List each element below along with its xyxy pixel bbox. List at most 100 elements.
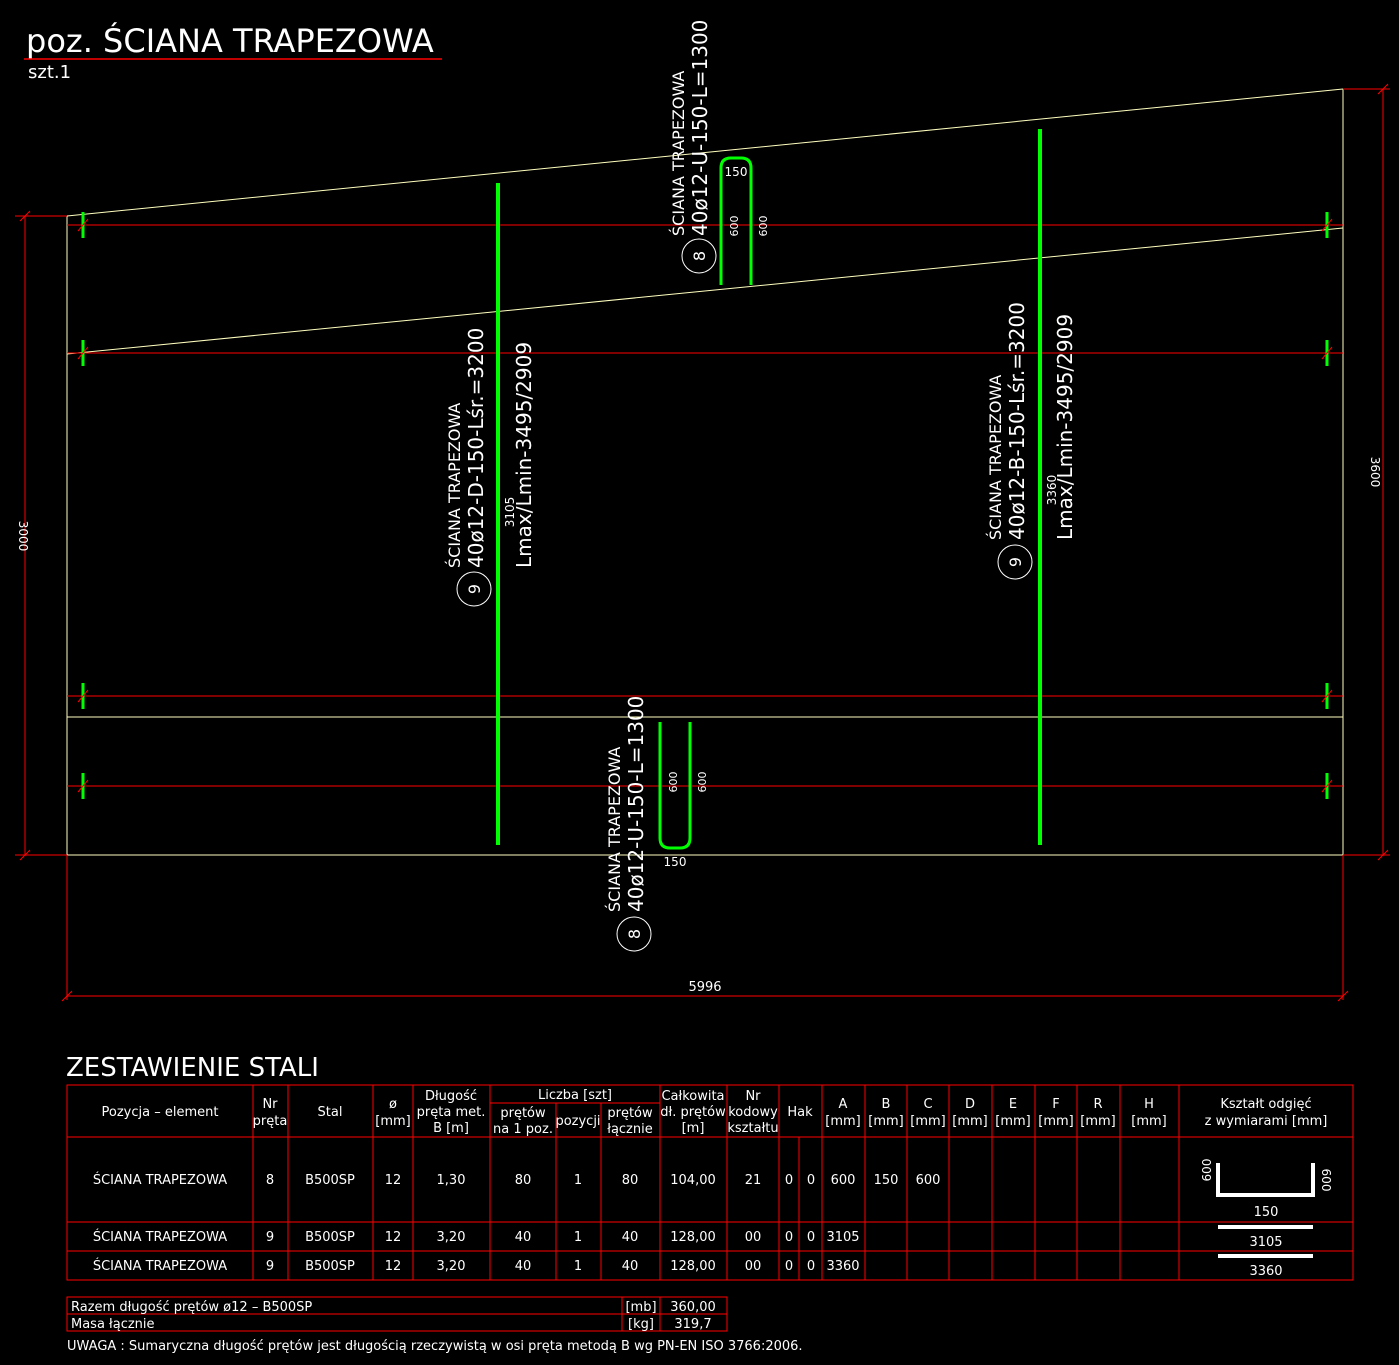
hdr-f: F xyxy=(1052,1097,1059,1112)
schedule-title: ZESTAWIENIE STALI xyxy=(66,1053,319,1083)
row1-na1: 80 xyxy=(515,1173,532,1188)
callout-left-bar-spec: 40ø12-D-150-Lśr.=3200 xyxy=(464,328,488,568)
wall-outline xyxy=(66,88,1344,856)
hdr-c-unit: [mm] xyxy=(910,1114,945,1129)
row2-lacznie: 40 xyxy=(622,1230,639,1245)
callout-right-bar-lengths: Lmax/Lmin-3495/2909 xyxy=(1053,314,1077,540)
row2-kod: 00 xyxy=(745,1230,762,1245)
row3-dl: 3,20 xyxy=(437,1259,466,1274)
dimension-bottom-label: 5996 xyxy=(688,980,721,995)
row1-hak1: 0 xyxy=(785,1173,793,1188)
summary-length-label: Razem długość prętów ø12 – B500SP xyxy=(71,1300,312,1315)
row3-hak2: 0 xyxy=(807,1259,815,1274)
row1-c: 600 xyxy=(916,1173,941,1188)
hdr-ksztalt-1: Kształt odgięć xyxy=(1220,1097,1311,1112)
hdr-calk-2: dł. prętów xyxy=(660,1105,726,1120)
row1-kod: 21 xyxy=(745,1173,762,1188)
callout-top-u: 8 ŚCIANA TRAPEZOWA 40ø12-U-150-L=1300 xyxy=(669,20,717,274)
schedule-grid xyxy=(66,1084,1354,1281)
hdr-a: A xyxy=(839,1097,848,1112)
callout-top-u-element: ŚCIANA TRAPEZOWA xyxy=(669,71,688,236)
row2-fi: 12 xyxy=(385,1230,402,1245)
row2-stal: B500SP xyxy=(305,1230,355,1245)
row2-calk: 128,00 xyxy=(670,1230,716,1245)
hdr-c: C xyxy=(923,1097,932,1112)
hdr-calk-3: [m] xyxy=(682,1121,705,1136)
table-row: ŚCIANA TRAPEZOWA 9 B500SP 12 3,20 40 1 4… xyxy=(93,1258,860,1274)
callout-right-bar-pos: 9 xyxy=(1006,557,1025,567)
callout-left-bar-element: ŚCIANA TRAPEZOWA xyxy=(445,403,464,568)
row2-hak2: 0 xyxy=(807,1230,815,1245)
hdr-dl-3: B [m] xyxy=(433,1121,469,1136)
u-bar-bottom-dim-leg1: 600 xyxy=(667,772,680,793)
hdr-pozycja: Pozycja – element xyxy=(102,1105,219,1120)
callout-right-bar-len: 3360 xyxy=(1045,475,1059,506)
row2-poz: 1 xyxy=(574,1230,582,1245)
hdr-d: D xyxy=(965,1097,975,1112)
u-bar-bottom-dim-leg2: 600 xyxy=(696,772,709,793)
u-bar-top-dim-leg2: 600 xyxy=(757,216,770,237)
hdr-b: B xyxy=(882,1097,891,1112)
row3-element: ŚCIANA TRAPEZOWA xyxy=(93,1258,227,1274)
summary-rows: Razem długość prętów ø12 – B500SP [mb] 3… xyxy=(71,1300,716,1332)
hdr-f-unit: [mm] xyxy=(1038,1114,1073,1129)
callout-top-u-pos: 8 xyxy=(690,251,709,261)
hdr-nr-1: Nr xyxy=(262,1097,278,1112)
tick-slashes xyxy=(77,218,1333,793)
dimension-right xyxy=(1343,83,1390,861)
hdr-kod-1: Nr xyxy=(745,1089,761,1104)
hdr-kod-3: kształtu xyxy=(727,1121,778,1136)
callout-bottom-u-element: ŚCIANA TRAPEZOWA xyxy=(605,747,624,912)
row2-dl: 3,20 xyxy=(437,1230,466,1245)
row1-calk: 104,00 xyxy=(670,1173,716,1188)
dimension-right-label: 3600 xyxy=(1368,457,1382,488)
summary-mass-value: 319,7 xyxy=(674,1317,711,1332)
summary-length-unit: [mb] xyxy=(625,1300,656,1315)
row1-element: ŚCIANA TRAPEZOWA xyxy=(93,1172,227,1188)
callout-left-bar: 9 ŚCIANA TRAPEZOWA 40ø12-D-150-Lśr.=3200… xyxy=(445,328,536,607)
hdr-e-unit: [mm] xyxy=(995,1114,1030,1129)
hdr-fi-2: [mm] xyxy=(375,1114,410,1129)
callout-right-bar: 9 ŚCIANA TRAPEZOWA 40ø12-B-150-Lśr.=3200… xyxy=(986,302,1077,580)
row3-lacznie: 40 xyxy=(622,1259,639,1274)
callout-top-u-spec: 40ø12-U-150-L=1300 xyxy=(688,20,712,236)
summary-length-value: 360,00 xyxy=(670,1300,716,1315)
u-bar-top-dim-leg1: 600 xyxy=(728,216,741,237)
hdr-r: R xyxy=(1093,1097,1102,1112)
table-row: ŚCIANA TRAPEZOWA 9 B500SP 12 3,20 40 1 4… xyxy=(93,1229,860,1245)
row3-na1: 40 xyxy=(515,1259,532,1274)
hdr-b-unit: [mm] xyxy=(868,1114,903,1129)
summary-grid xyxy=(66,1296,728,1332)
summary-mass-label: Masa łącznie xyxy=(71,1317,155,1332)
dimension-bottom xyxy=(61,855,1349,1002)
hdr-lacznie-1: prętów xyxy=(607,1106,653,1121)
hdr-h-unit: [mm] xyxy=(1131,1114,1166,1129)
row2-shape: 3105 xyxy=(1218,1225,1313,1250)
row3-stal: B500SP xyxy=(305,1259,355,1274)
hdr-na1-1: prętów xyxy=(500,1106,546,1121)
bar-end-markers xyxy=(81,212,1329,799)
table-row: ŚCIANA TRAPEZOWA 8 B500SP 12 1,30 80 1 8… xyxy=(93,1172,941,1188)
row1-b: 150 xyxy=(874,1173,899,1188)
callout-left-bar-len: 3105 xyxy=(503,497,517,528)
hdr-na1-2: na 1 poz. xyxy=(493,1122,553,1137)
schedule-note: UWAGA : Sumaryczna długość prętów jest d… xyxy=(67,1339,803,1354)
row3-shape: 3360 xyxy=(1218,1254,1313,1279)
hdr-ksztalt-2: z wymiarami [mm] xyxy=(1205,1114,1328,1129)
row3-kod: 00 xyxy=(745,1259,762,1274)
callout-right-bar-element: ŚCIANA TRAPEZOWA xyxy=(986,375,1005,540)
schedule-header: Pozycja – element Nr pręta Stal ø [mm] D… xyxy=(102,1088,1328,1137)
dimension-left-label: 3000 xyxy=(16,521,30,552)
row2-a: 3105 xyxy=(826,1230,859,1245)
hdr-h: H xyxy=(1144,1097,1154,1112)
page-title: poz. ŚCIANA TRAPEZOWA xyxy=(26,21,434,60)
u-bar-bottom-dim-150: 150 xyxy=(664,855,687,869)
row3-fi: 12 xyxy=(385,1259,402,1274)
row1-shape: 600 600 150 xyxy=(1200,1159,1333,1220)
hdr-calk-1: Całkowita xyxy=(661,1089,724,1104)
hdr-kod-2: kodowy xyxy=(728,1105,778,1120)
row3-calk: 128,00 xyxy=(670,1259,716,1274)
reference-lines xyxy=(67,224,1343,787)
u-bar-top xyxy=(719,156,753,285)
hdr-dl-2: pręta met. xyxy=(417,1105,486,1120)
